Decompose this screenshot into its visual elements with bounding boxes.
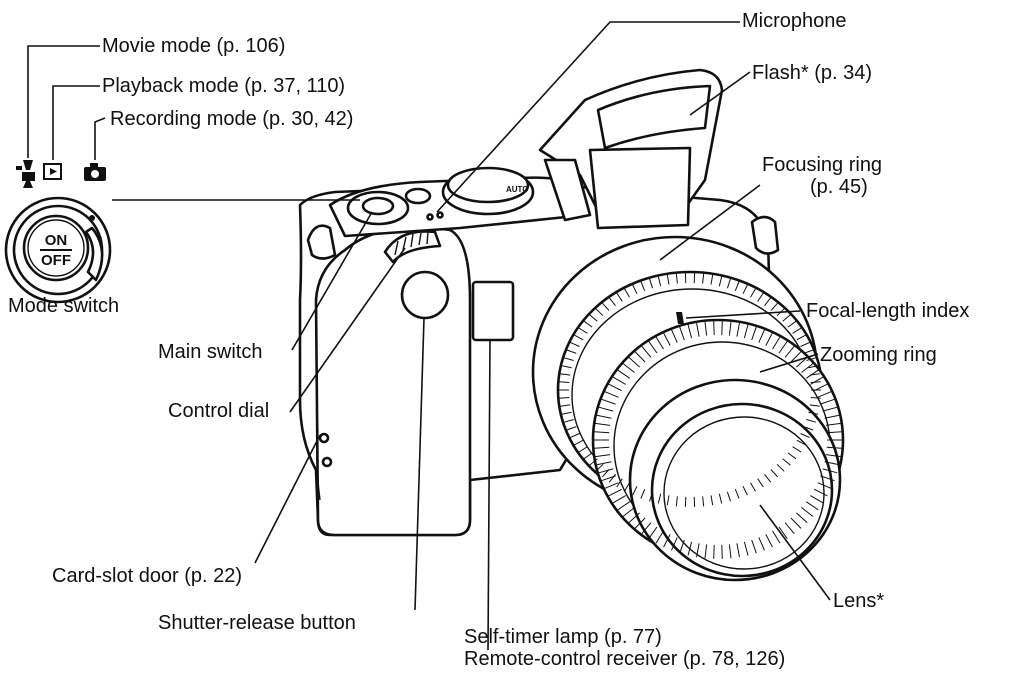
mode-switch-inset: ON OFF [6, 160, 110, 302]
leader-card-slot [255, 435, 320, 563]
label-focusing-ring-page: (p. 45) [810, 176, 868, 198]
self-timer-lamp [473, 282, 513, 340]
camera-illustration: AUTO [300, 70, 843, 580]
mode-switch-indicator [89, 215, 95, 221]
label-main-switch: Main switch [158, 341, 262, 363]
playback-icon [44, 164, 61, 179]
focusing-ring-ridge [811, 398, 821, 399]
flash-base [590, 148, 690, 228]
lens-glass [652, 404, 832, 576]
zooming-ring-ridge [722, 545, 723, 559]
label-zooming-ring: Zooming ring [820, 344, 937, 366]
label-self-timer-lamp: Self-timer lamp (p. 77) [464, 626, 662, 648]
focusing-ring-ridge [811, 382, 821, 383]
strap-lug-right [752, 217, 778, 254]
focusing-ring-ridge [559, 382, 569, 383]
leader-movie [28, 46, 100, 158]
zooming-ring-ridge [722, 321, 723, 335]
zooming-ring-ridge [714, 545, 715, 559]
label-microphone: Microphone [742, 10, 847, 32]
microphone-hole-2 [438, 213, 443, 218]
label-mode-switch: Mode switch [8, 295, 119, 317]
switch-on-text: ON [45, 232, 68, 249]
label-flash: Flash* (p. 34) [752, 62, 872, 84]
shutter-release-button [402, 272, 448, 318]
leader-recording [95, 118, 105, 160]
focusing-ring-ridge [559, 398, 569, 399]
top-button [406, 189, 430, 203]
label-playback-mode: Playback mode (p. 37, 110) [102, 75, 345, 97]
label-card-slot-door: Card-slot door (p. 22) [52, 565, 242, 587]
strap-lug-left [308, 226, 335, 259]
label-focusing-ring: Focusing ring [762, 154, 882, 176]
label-shutter-release: Shutter-release button [158, 612, 356, 634]
label-movie-mode: Movie mode (p. 106) [102, 35, 285, 57]
switch-off-text: OFF [41, 252, 71, 269]
microphone-hole-1 [428, 215, 433, 220]
mode-dial-auto: AUTO [506, 185, 529, 194]
movie-camera-icon [16, 160, 35, 188]
card-slot-screw-top [320, 434, 328, 442]
zooming-ring-ridge [714, 321, 715, 335]
camera-icon [84, 163, 106, 181]
leader-playback [53, 86, 100, 160]
camera-grip [316, 228, 470, 536]
label-remote-receiver: Remote-control receiver (p. 78, 126) [464, 648, 785, 670]
card-slot-screw-bottom [323, 458, 331, 466]
main-switch-inner [363, 198, 393, 214]
label-recording-mode: Recording mode (p. 30, 42) [110, 108, 353, 130]
label-lens: Lens* [833, 590, 884, 612]
label-focal-length-index: Focal-length index [806, 300, 969, 322]
label-control-dial: Control dial [168, 400, 269, 422]
